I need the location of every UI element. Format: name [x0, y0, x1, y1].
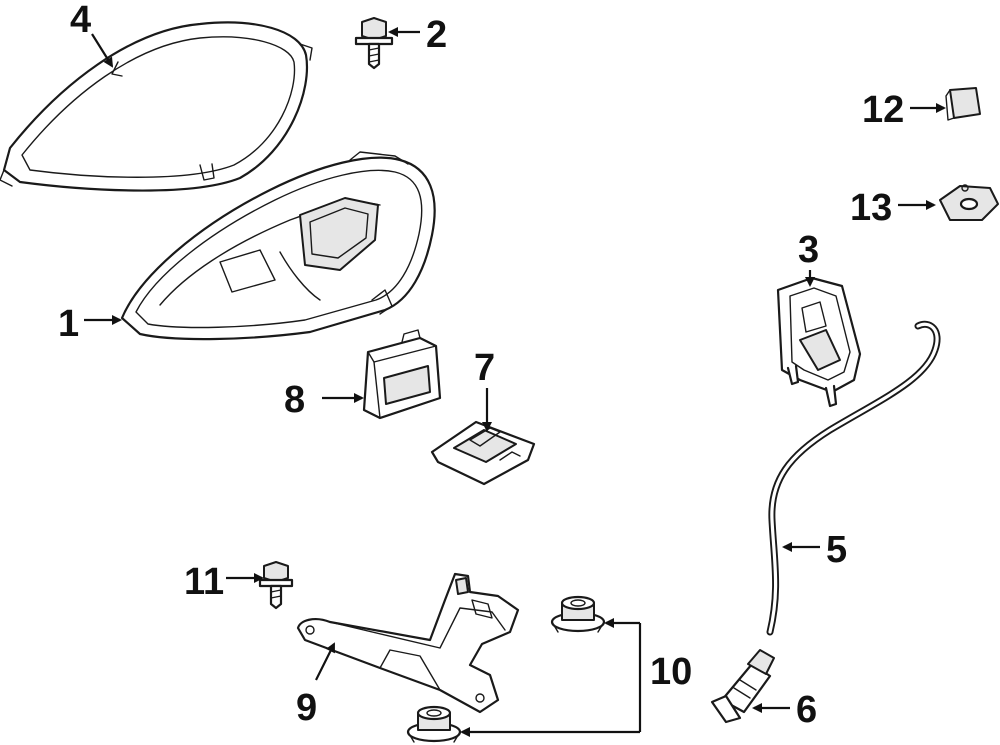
callout-4: 4	[70, 0, 91, 41]
part-headlamp-lens	[0, 21, 313, 192]
part-bolt-11	[258, 561, 294, 610]
part-washer-hose	[766, 320, 941, 636]
callout-7: 7	[474, 347, 495, 389]
callout-5: 5	[826, 529, 847, 571]
callout-9: 9	[296, 687, 317, 729]
part-headlamp-assembly	[120, 151, 436, 341]
part-mounting-bracket	[296, 572, 520, 714]
part-clip-nut	[939, 184, 999, 221]
part-grommet-upper	[550, 595, 606, 633]
leader-4	[91, 33, 114, 68]
callout-6: 6	[796, 689, 817, 731]
callout-12: 12	[862, 89, 904, 131]
callout-13: 13	[850, 187, 892, 229]
part-ballast-unit	[430, 420, 536, 486]
part-bracket	[776, 276, 862, 408]
callout-1: 1	[58, 303, 79, 345]
callout-10: 10	[650, 651, 692, 693]
part-control-module	[362, 329, 442, 420]
part-grommet-lower	[406, 705, 462, 743]
callout-2: 2	[426, 14, 447, 56]
part-cap	[945, 87, 981, 121]
callout-11: 11	[184, 561, 224, 603]
part-washer-nozzle	[710, 649, 775, 724]
callout-labels: 4 2 1 8 7 3 12 13 5 6 11 9 10	[58, 0, 904, 731]
leader-9	[315, 642, 335, 681]
callout-3: 3	[798, 229, 819, 271]
leader-lines	[84, 27, 946, 737]
callout-8: 8	[284, 379, 305, 421]
part-bolt-2	[354, 17, 394, 70]
